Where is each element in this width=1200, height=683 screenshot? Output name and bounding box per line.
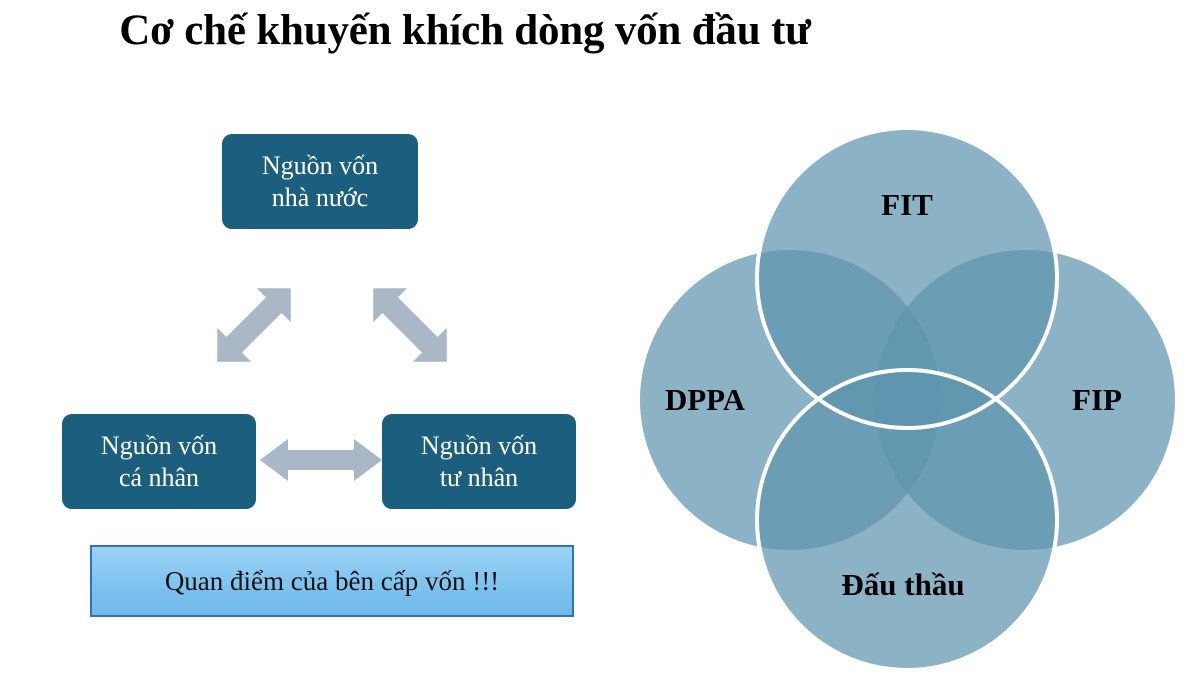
venn-outline-fit	[755, 126, 1059, 430]
flow-box-individual-capital-line2: cá nhân	[118, 462, 200, 492]
venn-label-fit: FIT	[881, 187, 933, 222]
page-title: Cơ chế khuyến khích dòng vốn đầu tư	[119, 7, 811, 54]
flow-box-private-capital-line1: Nguồn vốn	[420, 430, 538, 460]
double-arrow-individual-private-icon	[260, 439, 382, 481]
venn-label-fip: FIP	[1072, 382, 1122, 417]
funding-perspective-note[interactable]: Quan điểm của bên cấp vốn !!!	[90, 545, 574, 617]
funding-perspective-note-text: Quan điểm của bên cấp vốn !!!	[164, 565, 500, 596]
venn-label-dppa: DPPA	[665, 382, 746, 417]
venn-outline-dau-thau	[755, 368, 1059, 672]
flow-box-individual-capital-line1: Nguồn vốn	[100, 430, 218, 460]
venn-circle-dau-thau[interactable]	[757, 370, 1057, 670]
double-arrow-state-individual-icon	[217, 288, 291, 362]
flow-box-private-capital-line2: tư nhân	[439, 462, 519, 492]
flow-box-private-capital[interactable]: Nguồn vốn tư nhân	[382, 414, 576, 509]
flow-box-state-capital-line1: Nguồn vốn	[261, 150, 379, 180]
double-arrow-state-private-icon	[373, 288, 447, 362]
flow-box-state-capital[interactable]: Nguồn vốn nhà nước	[222, 134, 418, 229]
venn-diagram: FIT DPPA FIP Đấu thầu	[640, 126, 1175, 672]
flow-box-individual-capital[interactable]: Nguồn vốn cá nhân	[62, 414, 256, 509]
venn-label-dau-thau: Đấu thầu	[841, 567, 964, 602]
flow-box-state-capital-line2: nhà nước	[271, 182, 369, 212]
